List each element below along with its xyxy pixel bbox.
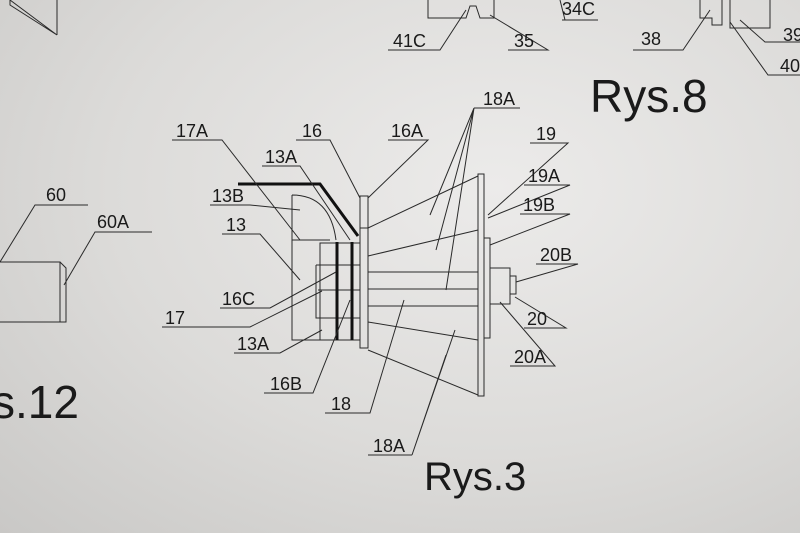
label-18: 18 [331,394,351,414]
label-17: 17 [165,308,185,328]
label-60A: 60A [97,212,129,232]
label-13B: 13B [212,186,244,206]
label-16C: 16C [222,289,255,309]
label-18A: 18A [483,89,515,109]
label-20B: 20B [540,245,572,265]
label-17A: 17A [176,121,208,141]
label-60: 60 [46,185,66,205]
label-39: 39 [783,25,800,45]
label-16A: 16A [391,121,423,141]
label-20A: 20A [514,347,546,367]
label-19A: 19A [528,166,560,186]
rys12-drawing [0,204,152,323]
label-13A-bottom: 13A [237,334,269,354]
label-41C: 41C [393,31,426,51]
label-16B: 16B [270,374,302,394]
figure-title-rys12: s.12 [0,376,79,428]
figure-title-rys3: Rys.3 [424,455,526,499]
label-20: 20 [527,309,547,329]
rys3-drawing [162,107,579,456]
label-13A-top: 13A [265,147,297,167]
label-18A-bottom: 18A [373,436,405,456]
label-35: 35 [514,31,534,51]
label-19B: 19B [523,195,555,215]
label-34C: 34C [562,0,595,19]
figure-title-rys8: Rys.8 [590,70,708,122]
label-40: 40 [780,56,800,76]
rys8-drawing [9,0,800,76]
label-38: 38 [641,29,661,49]
label-13: 13 [226,215,246,235]
label-19: 19 [536,124,556,144]
label-16: 16 [302,121,322,141]
